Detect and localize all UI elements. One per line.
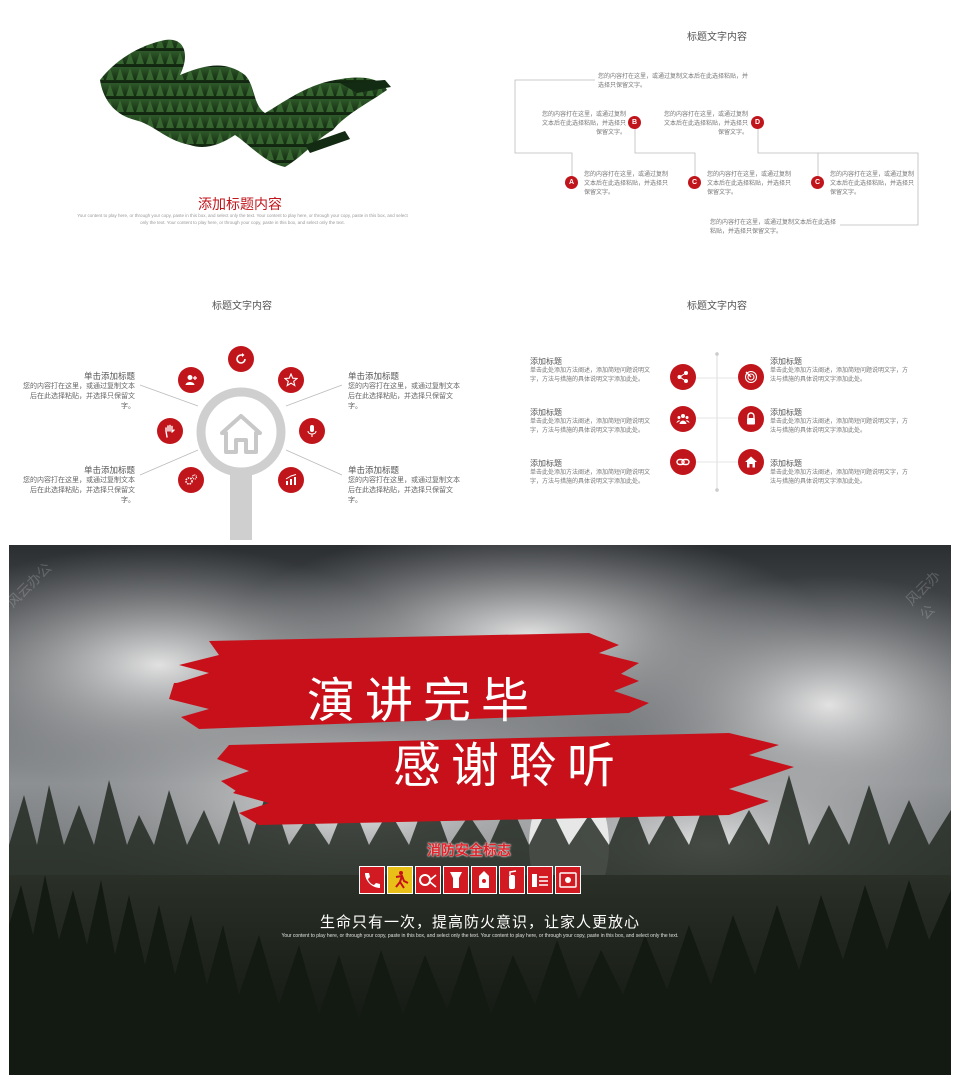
feature-text: 单击此处添加方法阐述，添加简短问题说明文字，方法与措施的具体说明文字添加此处。 [530,470,651,485]
chart-icon [278,467,304,493]
slide-1-title: 添加标题内容 [198,196,282,212]
thank-you-line-1: 演讲完毕 [307,673,540,729]
fire-safety-slogan: 生命只有一次，提高防火意识，让家人更放心 [319,914,640,931]
feature-heading: 添加标题 [770,357,802,366]
item-heading: 单击添加标题 [83,371,135,381]
feature-heading: 添加标题 [530,459,562,468]
slide-2: 标题文字内容 您的内容打在这里，或通过复制文本后在此选择粘贴，并选择只保留文字。… [480,0,960,270]
item-top-right: 单击添加标题 您的内容打在这里，或通过复制文本后在此选择粘贴，并选择只保留文字。 [348,370,463,412]
fire-alarm-button-icon [555,866,581,894]
team-icon [670,406,696,432]
emergency-exit-icon [387,866,413,894]
item-text: 您的内容打在这里，或通过复制文本后在此选择粘贴，并选择只保留文字。 [348,477,460,504]
badge-b: B [628,116,641,129]
closing-caption: Your content to play here, or through yo… [281,933,679,939]
magnifier-diagram [139,384,343,540]
fire-alarm-phone-icon [359,866,385,894]
feature-text: 单击此处添加方法阐述，添加简短问题说明文字，方法与措施的具体说明文字添加此处。 [770,368,909,383]
note-b: 您的内容打在这里，或通过复制文本后在此选择粘贴，并选择只保留文字。 [541,112,626,136]
forest-brush-image [100,39,391,167]
feature-right-3: 添加标题 单击此处添加方法阐述，添加简短问题说明文字，方法与措施的具体说明文字添… [770,458,910,487]
thank-you-line-2: 感谢聆听 [393,738,626,794]
microphone-icon [299,418,325,444]
flow-lines [514,79,919,226]
slide-1: 添加标题内容 Your content to play here, or thr… [0,0,480,270]
center-timeline [695,352,739,492]
note-c-1: 您的内容打在这里，或通过复制文本后在此选择粘贴，并选择只保留文字。 [707,172,792,196]
bottom-note: 您的内容打在这里，或通过复制文本后在此选择粘贴，并选择只保留文字。 [710,220,837,235]
red-brush-stroke [169,633,794,825]
extinguisher-icon [499,866,525,894]
feature-text: 单击此处添加方法阐述，添加简短问题说明文字，方法与措施的具体说明文字添加此处。 [530,419,651,434]
slide-2-title: 标题文字内容 [687,32,747,43]
slide-4: 标题文字内容 添加标题 单击此处添加方法阐述，添加简短问题说明文字，方法与措施的… [480,270,960,540]
item-bottom-right: 单击添加标题 您的内容打在这里，或通过复制文本后在此选择粘贴，并选择只保留文字。 [348,464,463,506]
share-icon [670,364,696,390]
feature-left-1: 添加标题 单击此处添加方法阐述，添加简短问题说明文字，方法与措施的具体说明文字添… [530,356,660,385]
item-text: 您的内容打在这里，或通过复制文本后在此选择粘贴，并选择只保留文字。 [23,383,135,410]
fire-safety-signs [359,866,581,896]
badge-a: A [565,176,578,189]
item-heading: 单击添加标题 [348,371,400,381]
feature-heading: 添加标题 [770,408,802,417]
fire-hydrant-icon [471,866,497,894]
fire-equipment-icon [527,866,553,894]
badge-d: D [751,116,764,129]
item-heading: 单击添加标题 [348,465,400,475]
item-text: 您的内容打在这里，或通过复制文本后在此选择粘贴，并选择只保留文字。 [348,383,460,410]
slide-5-closing: 风云办公 风云办公 演讲完毕 感谢聆听 消防安全标志 生命只有一次，提高防火意识… [9,545,951,1075]
slide-4-title: 标题文字内容 [687,301,747,312]
slide-3: 标题文字内容 单击添加标题 您的内容打在这里，或通过复制文本后在此选择粘贴，并选… [0,270,480,540]
feature-text: 单击此处添加方法阐述，添加简短问题说明文字，方法与措施的具体说明文字添加此处。 [770,419,909,434]
fire-safety-sign-title: 消防安全标志 [427,842,511,858]
item-top-left: 单击添加标题 您的内容打在这里，或通过复制文本后在此选择粘贴，并选择只保留文字。 [20,370,135,412]
feature-left-3: 添加标题 单击此处添加方法阐述，添加简短问题说明文字，方法与措施的具体说明文字添… [530,458,660,487]
slide-3-title: 标题文字内容 [212,301,272,312]
note-c-2: 您的内容打在这里，或通过复制文本后在此选择粘贴，并选择只保留文字。 [830,172,915,196]
item-text: 您的内容打在这里，或通过复制文本后在此选择粘贴，并选择只保留文字。 [23,477,135,504]
feature-right-2: 添加标题 单击此处添加方法阐述，添加简短问题说明文字，方法与措施的具体说明文字添… [770,407,910,436]
feature-text: 单击此处添加方法阐述，添加简短问题说明文字，方法与措施的具体说明文字添加此处。 [530,368,651,383]
lock-icon [738,406,764,432]
top-note: 您的内容打在这里，或通过复制文本后在此选择粘贴，并选择只保留文字。 [598,74,749,89]
feature-heading: 添加标题 [530,408,562,417]
gears-icon [178,467,204,493]
feature-heading: 添加标题 [530,357,562,366]
note-a: 您的内容打在这里，或通过复制文本后在此选择粘贴，并选择只保留文字。 [584,172,669,196]
link-icon [670,449,696,475]
add-user-icon [178,367,204,393]
refresh-icon [228,346,254,372]
badge-c-2: C [811,176,824,189]
feature-text: 单击此处添加方法阐述，添加简短问题说明文字，方法与措施的具体说明文字添加此处。 [770,470,909,485]
home-icon [738,449,764,475]
fire-hose-icon [415,866,441,894]
hand-icon [157,418,183,444]
item-heading: 单击添加标题 [83,465,135,475]
feature-heading: 添加标题 [770,459,802,468]
note-d: 您的内容打在这里，或通过复制文本后在此选择粘贴，并选择只保留文字。 [663,112,748,136]
feature-left-2: 添加标题 单击此处添加方法阐述，添加简短问题说明文字，方法与措施的具体说明文字添… [530,407,660,436]
fire-extinguisher-icon [443,866,469,894]
slide-1-caption: Your content to play here, or through yo… [77,213,408,225]
feature-right-1: 添加标题 单击此处添加方法阐述，添加简短问题说明文字，方法与措施的具体说明文字添… [770,356,910,385]
badge-c-1: C [688,176,701,189]
star-icon [278,367,304,393]
item-bottom-left: 单击添加标题 您的内容打在这里，或通过复制文本后在此选择粘贴，并选择只保留文字。 [20,464,135,506]
target-icon [738,364,764,390]
